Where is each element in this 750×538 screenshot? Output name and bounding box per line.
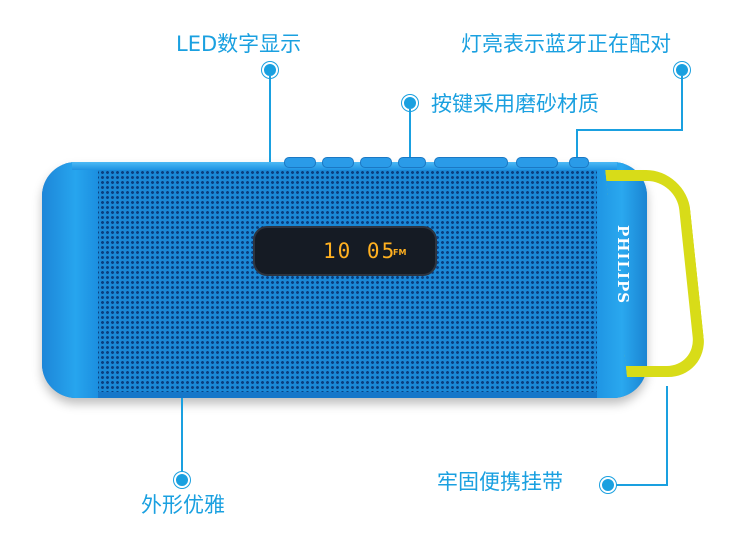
callout-matte-buttons-label: 按键采用磨砂材质 xyxy=(431,92,599,116)
callout-strap-line-v xyxy=(666,386,668,486)
speaker-button-6[interactable] xyxy=(516,157,558,168)
callout-strap-label: 牢固便携挂带 xyxy=(437,470,563,494)
speaker-grille xyxy=(90,170,601,392)
callout-strap-line-h xyxy=(612,484,668,486)
led-display-digits: 10 05 xyxy=(323,239,397,263)
speaker-button-4[interactable] xyxy=(398,157,426,168)
callout-elegant-shape-label: 外形优雅 xyxy=(141,493,225,517)
speaker-button-1[interactable] xyxy=(284,157,316,168)
speaker-button-3[interactable] xyxy=(360,157,392,168)
speaker-left-cap xyxy=(42,162,98,398)
callout-bluetooth-light-label: 灯亮表示蓝牙正在配对 xyxy=(461,32,671,56)
speaker-button-2[interactable] xyxy=(322,157,354,168)
callout-bluetooth-light-line-v2 xyxy=(576,129,578,159)
callout-bluetooth-light-line-h xyxy=(576,129,683,131)
speaker-button-wide[interactable] xyxy=(434,157,508,168)
callout-strap-dot xyxy=(600,477,616,493)
callout-elegant-shape-line xyxy=(181,398,183,478)
speaker-body xyxy=(42,162,647,398)
speaker-right-cap xyxy=(597,162,647,398)
led-display-unit: FM xyxy=(393,248,407,257)
led-display: 10 05 FM xyxy=(253,226,437,276)
callout-led-display-label: LED数字显示 xyxy=(176,32,302,56)
bluetooth-indicator-light xyxy=(569,157,589,168)
callout-matte-buttons-line xyxy=(409,109,411,159)
callout-bluetooth-light-line-v xyxy=(681,76,683,130)
callout-elegant-shape-dot xyxy=(174,472,190,488)
callout-led-display-line xyxy=(269,76,271,236)
